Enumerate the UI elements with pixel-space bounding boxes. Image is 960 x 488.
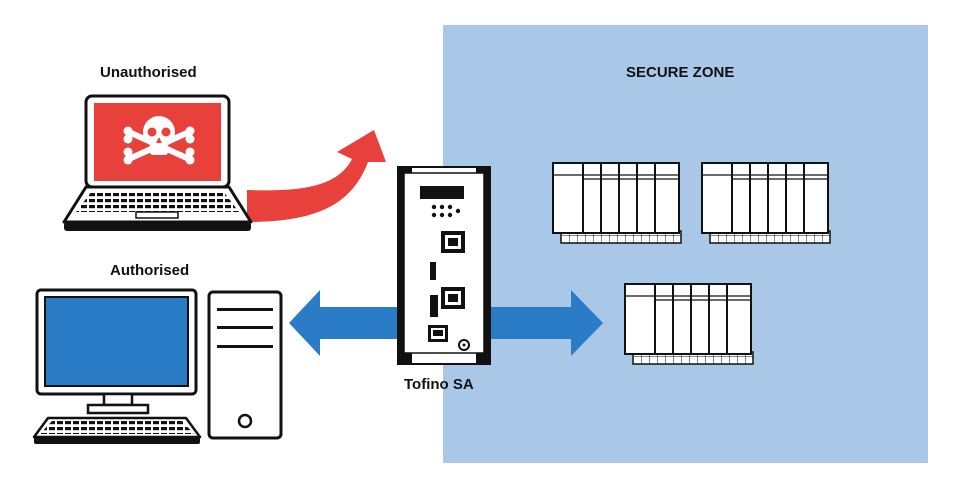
authorised-label: Authorised <box>110 262 190 279</box>
tofino-firewall-icon <box>397 166 491 365</box>
allowed-traffic-arrow-right <box>490 290 603 356</box>
secure-zone-area <box>443 25 928 463</box>
allowed-traffic-arrow-left <box>289 290 402 356</box>
tofino-device-label: Tofino SA <box>404 376 474 393</box>
unauthorised-label: Unauthorised <box>100 64 197 81</box>
secure-zone-label: SECURE ZONE <box>626 64 735 81</box>
desktop-computer-icon <box>32 288 283 444</box>
laptop-skull-icon <box>62 94 253 231</box>
attack-arrow <box>247 130 386 222</box>
